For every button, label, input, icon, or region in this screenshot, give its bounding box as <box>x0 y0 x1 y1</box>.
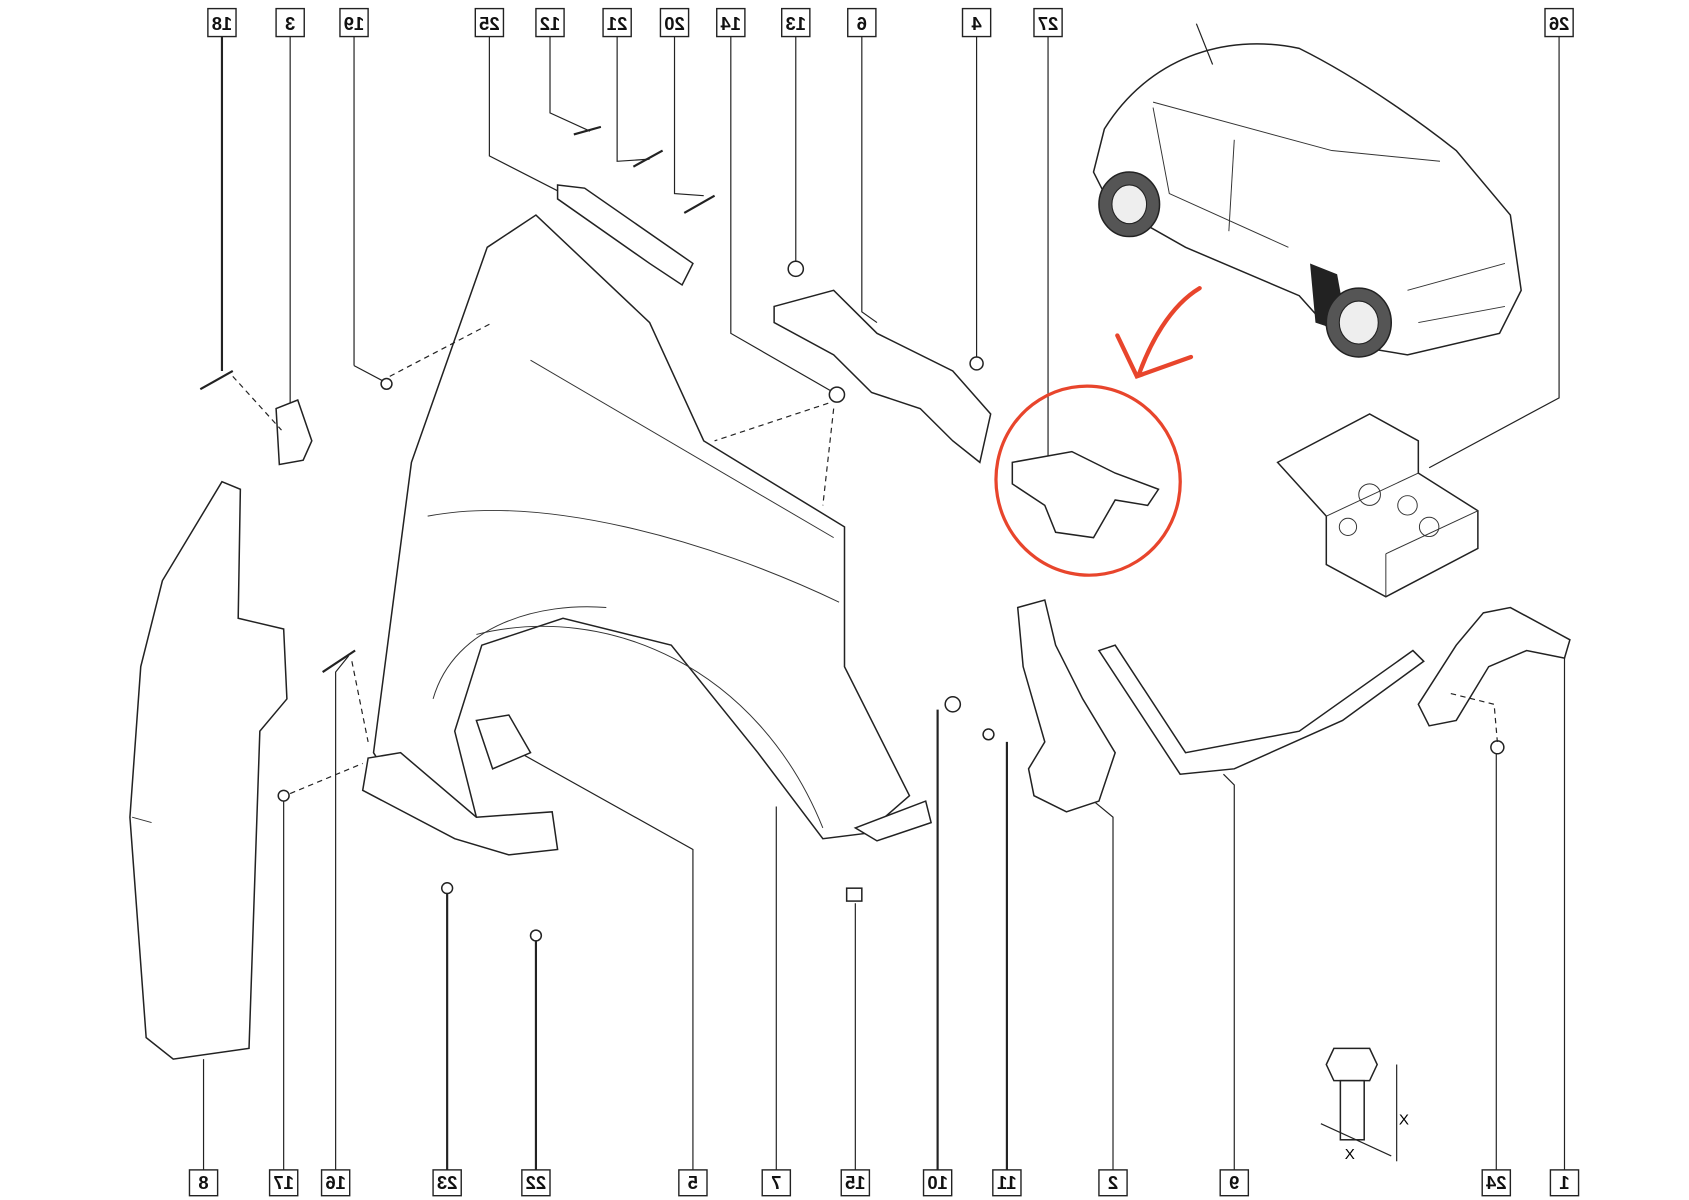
callout-number: 22 <box>526 1172 546 1193</box>
callout-number: 19 <box>344 13 364 34</box>
callout-number: 23 <box>437 1172 457 1193</box>
callout-17[interactable]: 17 <box>268 1169 299 1197</box>
callout-18[interactable]: 18 <box>207 7 237 38</box>
callout-3[interactable]: 3 <box>275 7 305 38</box>
callout-number: 2 <box>1108 1172 1118 1193</box>
dimension-x-label: X <box>1345 1146 1355 1163</box>
bottom-callout-labels: 8 17 16 23 22 5 7 15 10 11 2 9 24 1 <box>188 1169 1580 1197</box>
rail-9 <box>1097 644 1425 775</box>
callout-22[interactable]: 22 <box>521 1169 551 1197</box>
callout-21[interactable]: 21 <box>602 7 632 38</box>
callout-number: 20 <box>664 13 684 34</box>
callout-number: 1 <box>1559 1172 1569 1193</box>
dimension-x-label: X <box>1399 1112 1409 1129</box>
callout-number: 6 <box>857 13 867 34</box>
bracket-27 <box>1011 450 1160 539</box>
callout-25[interactable]: 25 <box>474 7 505 38</box>
callout-number: 12 <box>540 13 560 34</box>
callout-number: 18 <box>212 13 232 34</box>
callout-number: 10 <box>927 1172 947 1193</box>
callout-4[interactable]: 4 <box>961 7 992 38</box>
parts-box-26 <box>1276 413 1479 598</box>
callout-14[interactable]: 14 <box>716 7 746 38</box>
callout-number: 5 <box>688 1172 698 1193</box>
fastener-clips <box>199 125 1505 942</box>
hinge-2 <box>1016 599 1117 813</box>
mudflap-part <box>129 480 288 1060</box>
callout-26[interactable]: 26 <box>1544 7 1574 38</box>
callout-number: 21 <box>607 13 627 34</box>
callout-24[interactable]: 24 <box>1481 1169 1512 1197</box>
callout-number: 7 <box>771 1172 781 1193</box>
callout-6[interactable]: 6 <box>847 7 877 38</box>
callout-2[interactable]: 2 <box>1098 1169 1128 1197</box>
callout-23[interactable]: 23 <box>432 1169 462 1197</box>
callout-number: 3 <box>285 13 295 34</box>
callout-15[interactable]: 15 <box>840 1169 871 1197</box>
callout-number: 25 <box>479 13 499 34</box>
callout-13[interactable]: 13 <box>781 7 811 38</box>
bracket-25 <box>556 184 694 287</box>
callout-7[interactable]: 7 <box>761 1169 792 1197</box>
callout-number: 13 <box>786 13 806 34</box>
callout-12[interactable]: 12 <box>535 7 565 38</box>
callout-27[interactable]: 27 <box>1033 7 1063 38</box>
car-illustration <box>1092 23 1522 358</box>
callout-number: 17 <box>273 1172 293 1193</box>
bottom-leader-lines <box>202 644 1566 1170</box>
callout-number: 11 <box>997 1172 1016 1193</box>
callout-19[interactable]: 19 <box>339 7 369 38</box>
callout-5[interactable]: 5 <box>678 1169 708 1197</box>
callout-number: 15 <box>845 1172 865 1193</box>
highlight-arrow <box>1115 286 1202 380</box>
callout-8[interactable]: 8 <box>188 1169 219 1197</box>
callout-20[interactable]: 20 <box>659 7 690 38</box>
fender-part <box>361 214 933 856</box>
callout-number: 9 <box>1229 1172 1239 1193</box>
callout-number: 14 <box>720 13 741 34</box>
bracket-6 <box>773 289 992 464</box>
highlight-circle <box>994 384 1182 577</box>
callout-number: 27 <box>1038 13 1058 34</box>
bolt-dimension-diagram: X X <box>1320 1047 1409 1163</box>
bracket-1 <box>1417 606 1571 727</box>
callout-number: 8 <box>198 1172 208 1193</box>
callout-11[interactable]: 11 <box>992 1169 1022 1197</box>
top-callout-labels: 18 3 19 25 12 21 20 14 13 6 4 27 26 <box>207 7 1574 38</box>
callout-10[interactable]: 10 <box>922 1169 953 1197</box>
callout-16[interactable]: 16 <box>320 1169 351 1197</box>
callout-1[interactable]: 1 <box>1549 1169 1580 1197</box>
callout-number: 4 <box>971 13 982 34</box>
callout-number: 26 <box>1549 13 1569 34</box>
callout-9[interactable]: 9 <box>1219 1169 1250 1197</box>
callout-number: 16 <box>325 1172 345 1193</box>
callout-number: 24 <box>1485 1172 1506 1193</box>
